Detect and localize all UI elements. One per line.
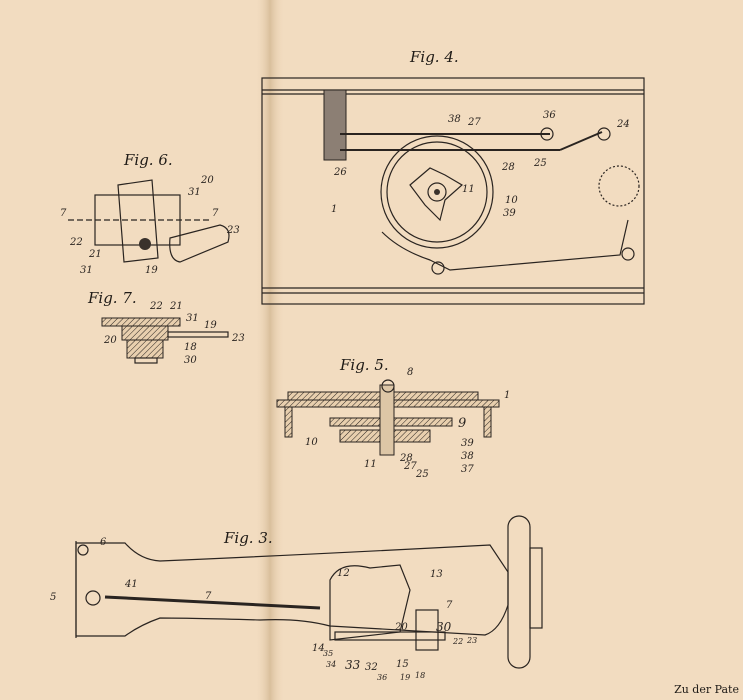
fig7-label: 21 (169, 301, 183, 312)
fig3-label: 36 (377, 673, 387, 682)
fig5-label: 27 (403, 461, 417, 472)
fig5-label: 9 (458, 416, 466, 431)
figure-3: Fig. 3. 6 5 41 7 12 13 7 30 20 14 35 22 … (50, 515, 543, 682)
fig4-label: 27 (467, 117, 481, 128)
fig4-label: 24 (616, 119, 630, 130)
fig4-title: Fig. 4. (409, 48, 459, 66)
fig7-title: Fig. 7. (87, 289, 137, 307)
fig5-label: 11 (364, 459, 377, 470)
fig4-label: 25 (533, 158, 547, 169)
fig7-label: 18 (184, 342, 197, 353)
fig3-label: 7 (205, 591, 212, 602)
fig3-label: 34 (326, 660, 336, 669)
fig6-label: 23 (226, 225, 240, 236)
fig4-label: 39 (503, 208, 516, 219)
fig5-label: 25 (415, 469, 429, 480)
fig7-label: 22 (149, 301, 163, 312)
fig7-label: 23 (231, 333, 245, 344)
fig3-label: 13 (430, 569, 443, 580)
fig4-label: 28 (501, 162, 515, 173)
figure-6: Fig. 6. 20 31 7 7 23 22 21 31 19 (60, 151, 240, 276)
fig6-label: 31 (80, 265, 93, 276)
fig3-label: 22 (452, 637, 463, 646)
fig4-label: 38 (448, 114, 461, 125)
fig3-label: 19 (400, 673, 410, 682)
fig5-label: 38 (461, 451, 474, 462)
fig3-label: 32 (365, 662, 378, 673)
fig6-label: 7 (60, 208, 67, 219)
fig4-label: 1 (331, 204, 337, 215)
fig4-label: 36 (543, 110, 556, 121)
fig3-label: 14 (312, 643, 325, 654)
fig3-label: 41 (124, 579, 138, 590)
fig3-label: 30 (436, 620, 452, 634)
fig6-label: 20 (200, 175, 214, 186)
figure-4: Fig. 4. 38 27 36 24 26 25 28 11 10 39 1 (261, 48, 645, 305)
fig3-label: 7 (446, 600, 453, 611)
fig7-label: 19 (204, 320, 217, 331)
fig5-label: 10 (305, 437, 318, 448)
fig5-title: Fig. 5. (339, 356, 389, 374)
fig6-title: Fig. 6. (123, 151, 173, 169)
fig3-label: 35 (323, 649, 333, 658)
fig6-label: 31 (188, 187, 201, 198)
fig5-label: 39 (461, 438, 474, 449)
fig5-label: 8 (407, 367, 413, 378)
fig6-label: 21 (88, 249, 102, 260)
fig6-label: 7 (212, 208, 219, 219)
fig4-label: 11 (462, 184, 475, 195)
fig4-label: 26 (333, 167, 347, 178)
fig7-label: 20 (103, 335, 117, 346)
figure-7: Fig. 7. 22 21 31 19 20 23 18 30 (87, 289, 245, 366)
fig7-label: 30 (184, 355, 197, 366)
fig3-label: 5 (50, 592, 56, 603)
fig3-label: 15 (396, 659, 409, 670)
figure-5: Fig. 5. 8 1 9 10 11 39 38 28 27 37 25 (276, 356, 510, 480)
footer-text: Zu der Pate (674, 683, 739, 696)
fig3-label: 20 (394, 622, 408, 633)
fig5-label: 28 (399, 453, 413, 464)
fig3-label: 6 (100, 537, 107, 548)
fig5-label: 37 (461, 464, 474, 475)
fig3-label: 33 (345, 658, 361, 672)
fig3-label: 23 (466, 636, 477, 645)
page-fold (255, 0, 285, 700)
fig7-label: 31 (186, 313, 199, 324)
fig5-label: 1 (504, 390, 510, 401)
fig3-label: 12 (337, 568, 350, 579)
fig3-label: 18 (415, 671, 425, 680)
fig4-label: 10 (505, 195, 518, 206)
fig6-label: 19 (145, 265, 158, 276)
fig6-label: 22 (69, 237, 83, 248)
fig3-title: Fig. 3. (223, 529, 273, 547)
